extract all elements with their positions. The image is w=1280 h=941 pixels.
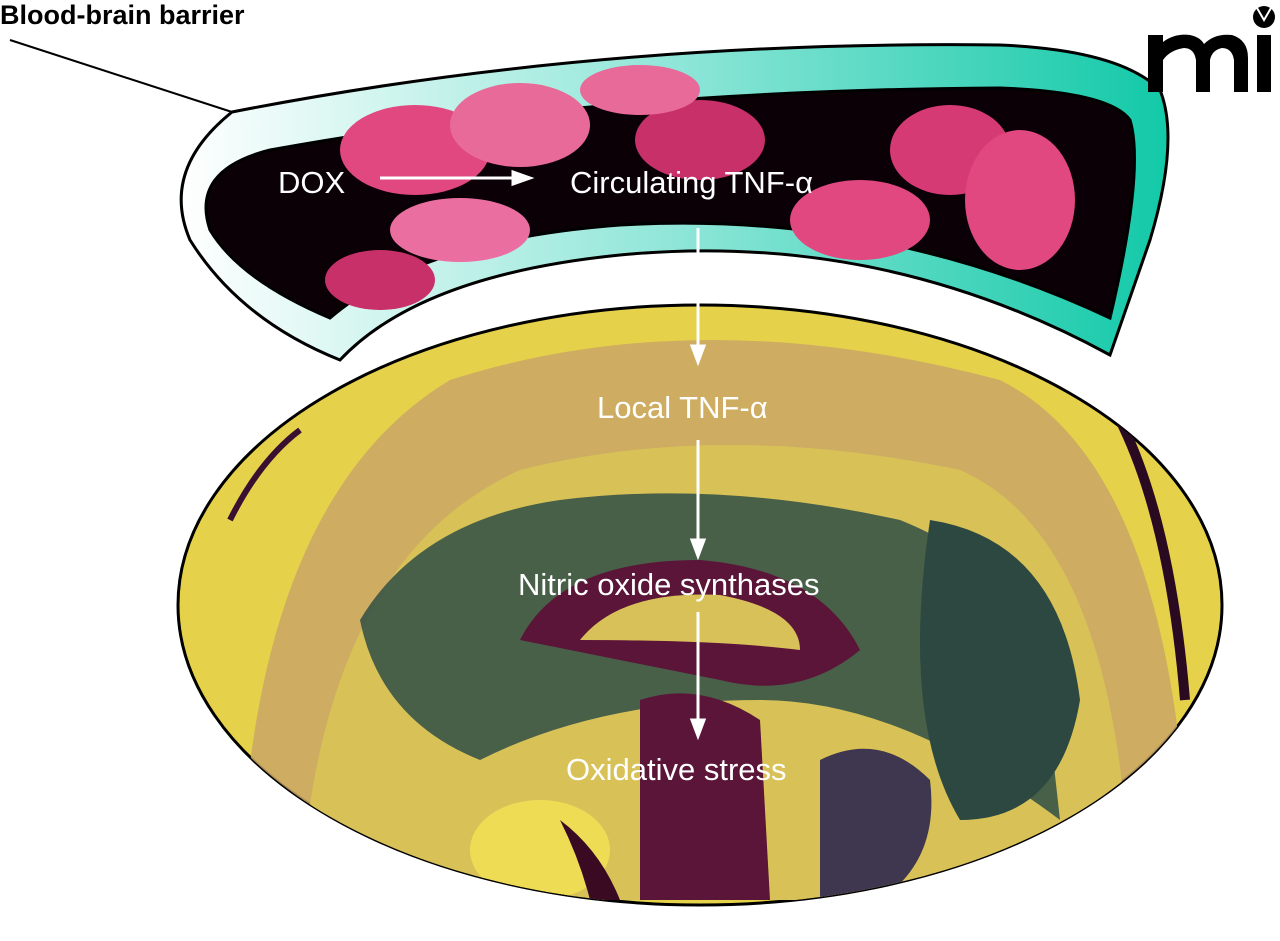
arrow-to-nos: [689, 538, 707, 561]
nitric-oxide-synthases-label: Nitric oxide synthases: [518, 567, 820, 602]
circulating-tnf-label: Circulating TNF-α: [570, 165, 814, 200]
arrows: [380, 169, 707, 741]
blood-vessel: [179, 43, 1170, 362]
arrow-to-local: [689, 344, 707, 367]
leader-line: [9, 39, 233, 113]
brain-mri: [176, 303, 1224, 907]
journal-logo: [1148, 6, 1275, 92]
local-tnf-label: Local TNF-α: [597, 390, 768, 425]
dox-label: DOX: [278, 165, 346, 200]
oxidative-stress-label: Oxidative stress: [566, 752, 787, 787]
blood-brain-barrier-label: Blood-brain barrier: [0, 0, 245, 30]
arrow-to-oxidative: [689, 718, 707, 741]
arrow-dox-to-circulating: [511, 169, 535, 187]
red-blood-cells: [325, 65, 1075, 310]
